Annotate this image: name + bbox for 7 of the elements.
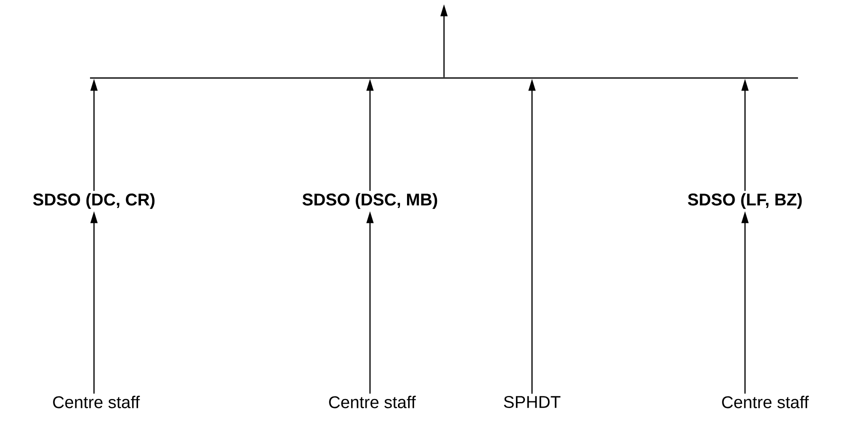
staff-label: Centre staff: [722, 396, 809, 408]
unit-label: SDSO (DSC, MB): [302, 193, 438, 209]
unit-label: SDSO (LF, BZ): [688, 193, 802, 209]
staff-label: SPHDT: [504, 396, 560, 408]
unit-label: SDSO (DC, CR): [33, 193, 155, 209]
staff-label: Centre staff: [329, 396, 416, 408]
staff-label: Centre staff: [53, 396, 140, 408]
